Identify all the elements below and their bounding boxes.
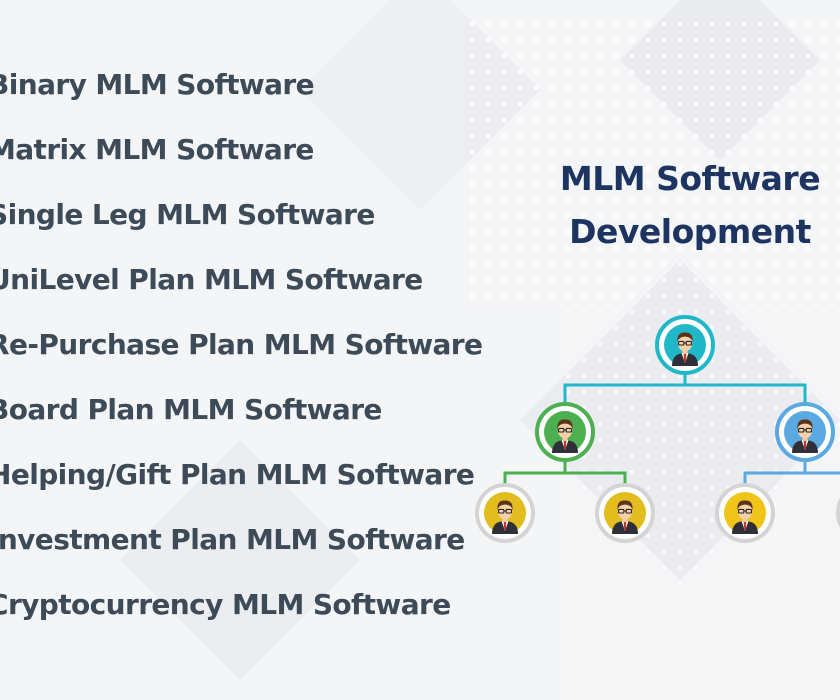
list-item-cryptocurrency: Cryptocurrency MLM Software bbox=[0, 588, 451, 621]
title-line-1: MLM Software bbox=[559, 159, 821, 198]
software-types-list: Binary MLM Software Matrix MLM Software … bbox=[0, 68, 483, 621]
list-item-helping-gift: Helping/Gift Plan MLM Software bbox=[0, 458, 475, 491]
list-item-board: Board Plan MLM Software bbox=[0, 393, 382, 426]
list-item-unilevel: UniLevel Plan MLM Software bbox=[0, 263, 423, 296]
level2-left-node bbox=[535, 402, 595, 462]
page-title: MLM Software Development bbox=[545, 152, 835, 258]
left-branch-connectors bbox=[503, 458, 627, 488]
level2-right-node bbox=[775, 402, 835, 462]
leaf-node bbox=[475, 483, 535, 543]
root-node bbox=[655, 315, 715, 375]
right-branch-connectors bbox=[743, 458, 840, 488]
list-item-binary: Binary MLM Software bbox=[0, 68, 315, 101]
list-item-matrix: Matrix MLM Software bbox=[0, 133, 314, 166]
root-connectors bbox=[563, 368, 807, 406]
title-line-2: Development bbox=[569, 212, 811, 251]
leaf-node bbox=[595, 483, 655, 543]
list-item-re-purchase: Re-Purchase Plan MLM Software bbox=[0, 328, 483, 361]
list-item-single-leg: Single Leg MLM Software bbox=[0, 198, 375, 231]
leaf-node bbox=[715, 483, 775, 543]
list-item-investment: Investment Plan MLM Software bbox=[0, 523, 465, 556]
